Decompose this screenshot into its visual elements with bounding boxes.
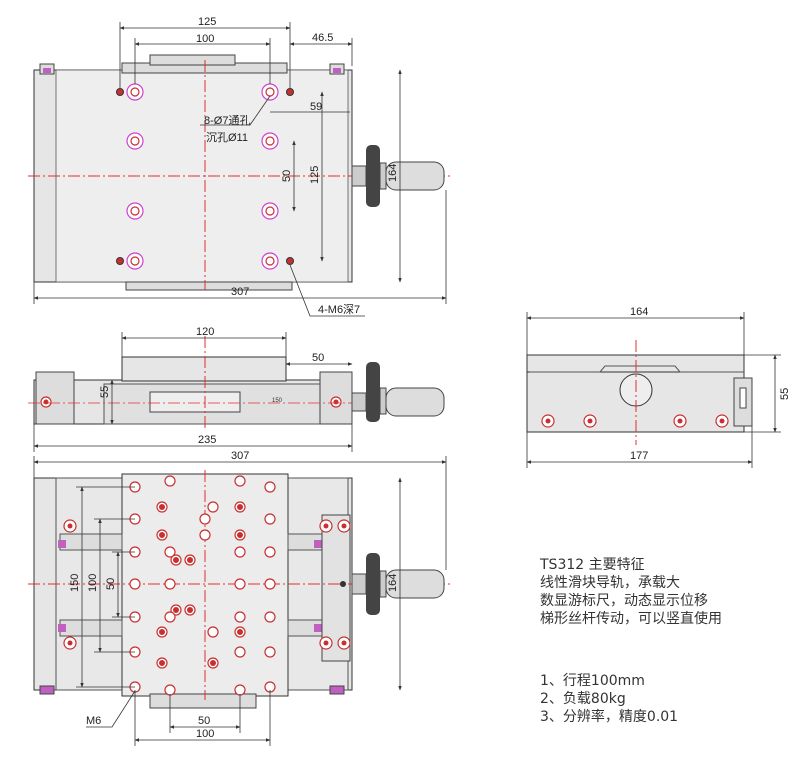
m6-hole xyxy=(286,257,294,265)
top-view-foot xyxy=(125,281,293,291)
top-view-hub xyxy=(379,162,387,190)
side-view-endblock-right xyxy=(319,371,353,425)
dim-177: 177 xyxy=(630,450,648,462)
dim-125: 125 xyxy=(198,16,216,28)
dim-307-bottom: 307 xyxy=(231,450,249,462)
spec-item: 1、行程100mm xyxy=(540,673,645,689)
dim-46-5: 46.5 xyxy=(312,32,333,44)
dim-100-bottom: 100 xyxy=(196,728,214,740)
dim-164-vertical: 164 xyxy=(387,164,399,182)
m6-hole xyxy=(116,88,124,96)
callout-thread-depth: 4-M6深7 xyxy=(318,303,360,316)
side-view-endblock-left xyxy=(35,371,75,425)
top-view-shaft xyxy=(351,165,367,187)
feature-notes: TS312 主要特征 线性滑块导轨，承载大 数显游标尺，动态显示位移 梯形丝杆传… xyxy=(540,556,722,628)
dim-55-end: 55 xyxy=(779,388,791,400)
top-view: 125 100 46.5 59 50 125 164 307 8-Ø7通孔 沉孔… xyxy=(28,16,450,317)
end-view: 164 177 55 xyxy=(526,306,791,468)
top-view-handwheel xyxy=(366,145,380,207)
dim-164-end: 164 xyxy=(630,306,648,318)
callout-counterbore: 沉孔Ø11 xyxy=(206,131,248,144)
side-view-handwheel xyxy=(366,362,380,422)
dim-50-vertical-bottom: 50 xyxy=(105,578,117,590)
dim-120: 120 xyxy=(196,326,214,338)
side-view: 120 50 55 235 150 xyxy=(28,326,445,452)
dim-59: 59 xyxy=(310,101,322,113)
top-view-magnet-right xyxy=(333,68,341,73)
m6-hole xyxy=(116,257,124,265)
bottom-view-handwheel xyxy=(366,553,380,615)
dim-164-bottom: 164 xyxy=(387,574,399,592)
side-view-carriage xyxy=(121,356,287,382)
dim-235: 235 xyxy=(198,434,216,446)
dim-125-vertical: 125 xyxy=(309,166,321,184)
dim-50-vertical: 50 xyxy=(281,170,293,182)
bottom-view: 307 164 150 100 50 50 100 M6 xyxy=(28,450,450,746)
spec-item: 2、负载80kg xyxy=(540,691,626,707)
scale-marking: 150 xyxy=(272,398,283,404)
notes-line: 线性滑块导轨，承载大 xyxy=(540,575,680,591)
dim-50-bottom: 50 xyxy=(198,715,210,727)
notes-line: 梯形丝杆传动，可以竖直使用 xyxy=(540,611,722,627)
callout-through-hole: 8-Ø7通孔 xyxy=(204,114,250,127)
notes-line: 数显游标尺，动态显示位移 xyxy=(540,593,708,609)
callout-m6: M6 xyxy=(86,715,101,727)
top-view-magnet-left xyxy=(43,68,51,73)
dim-55: 55 xyxy=(99,386,111,398)
bottom-view-holes xyxy=(63,475,351,696)
side-view-handle xyxy=(385,387,445,417)
dim-100: 100 xyxy=(196,33,214,45)
spec-item: 3、分辨率，精度0.01 xyxy=(540,709,679,725)
notes-title: TS312 主要特征 xyxy=(540,557,645,573)
m6-hole xyxy=(286,88,294,96)
side-view-slot xyxy=(149,391,241,413)
top-view-scale xyxy=(149,54,236,66)
spec-list: 1、行程100mm 2、负载80kg 3、分辨率，精度0.01 xyxy=(540,672,678,726)
dim-150: 150 xyxy=(69,574,81,592)
dim-100-vertical: 100 xyxy=(87,574,99,592)
dim-307: 307 xyxy=(231,286,249,298)
dim-50: 50 xyxy=(312,352,324,364)
